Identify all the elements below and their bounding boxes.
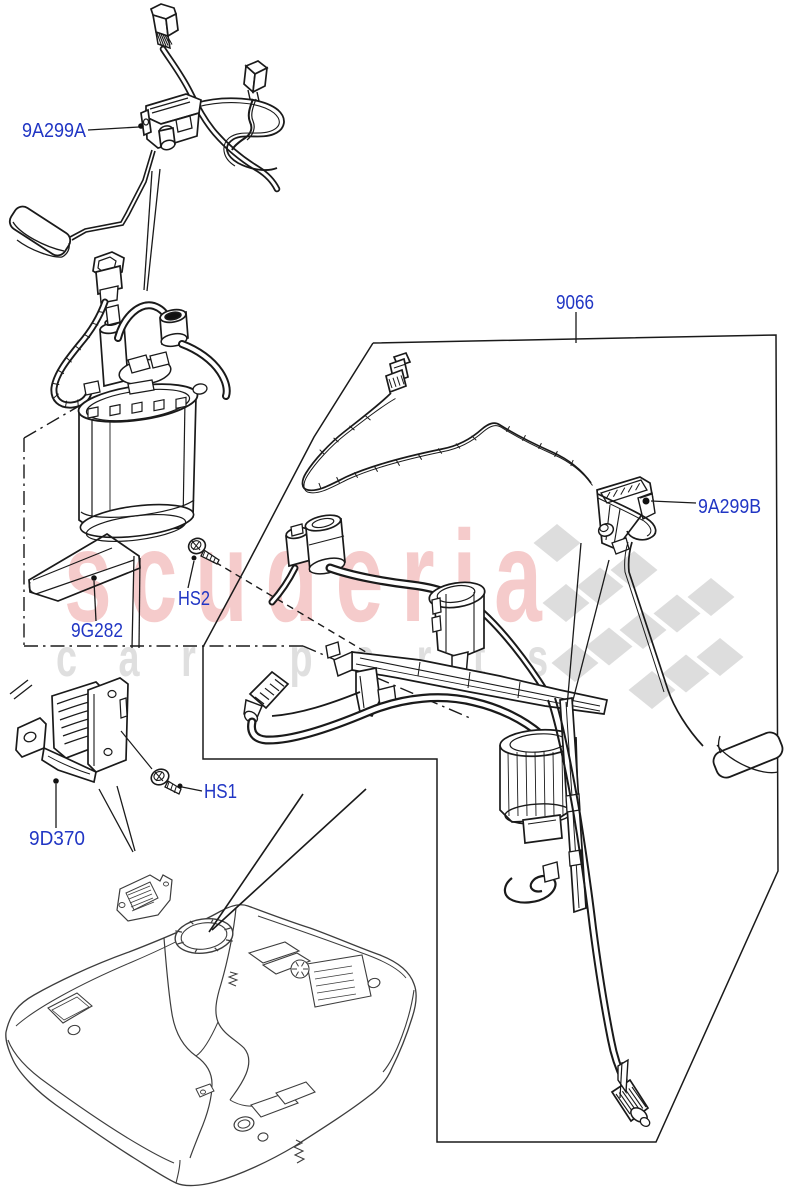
svg-text:9G282: 9G282 <box>71 620 123 642</box>
svg-text:9066: 9066 <box>556 292 594 314</box>
svg-text:HS1: HS1 <box>204 781 237 803</box>
svg-text:9D370: 9D370 <box>29 828 85 850</box>
svg-text:HS2: HS2 <box>178 588 210 610</box>
svg-text:9A299B: 9A299B <box>698 496 761 518</box>
svg-text:9A299A: 9A299A <box>22 120 87 142</box>
